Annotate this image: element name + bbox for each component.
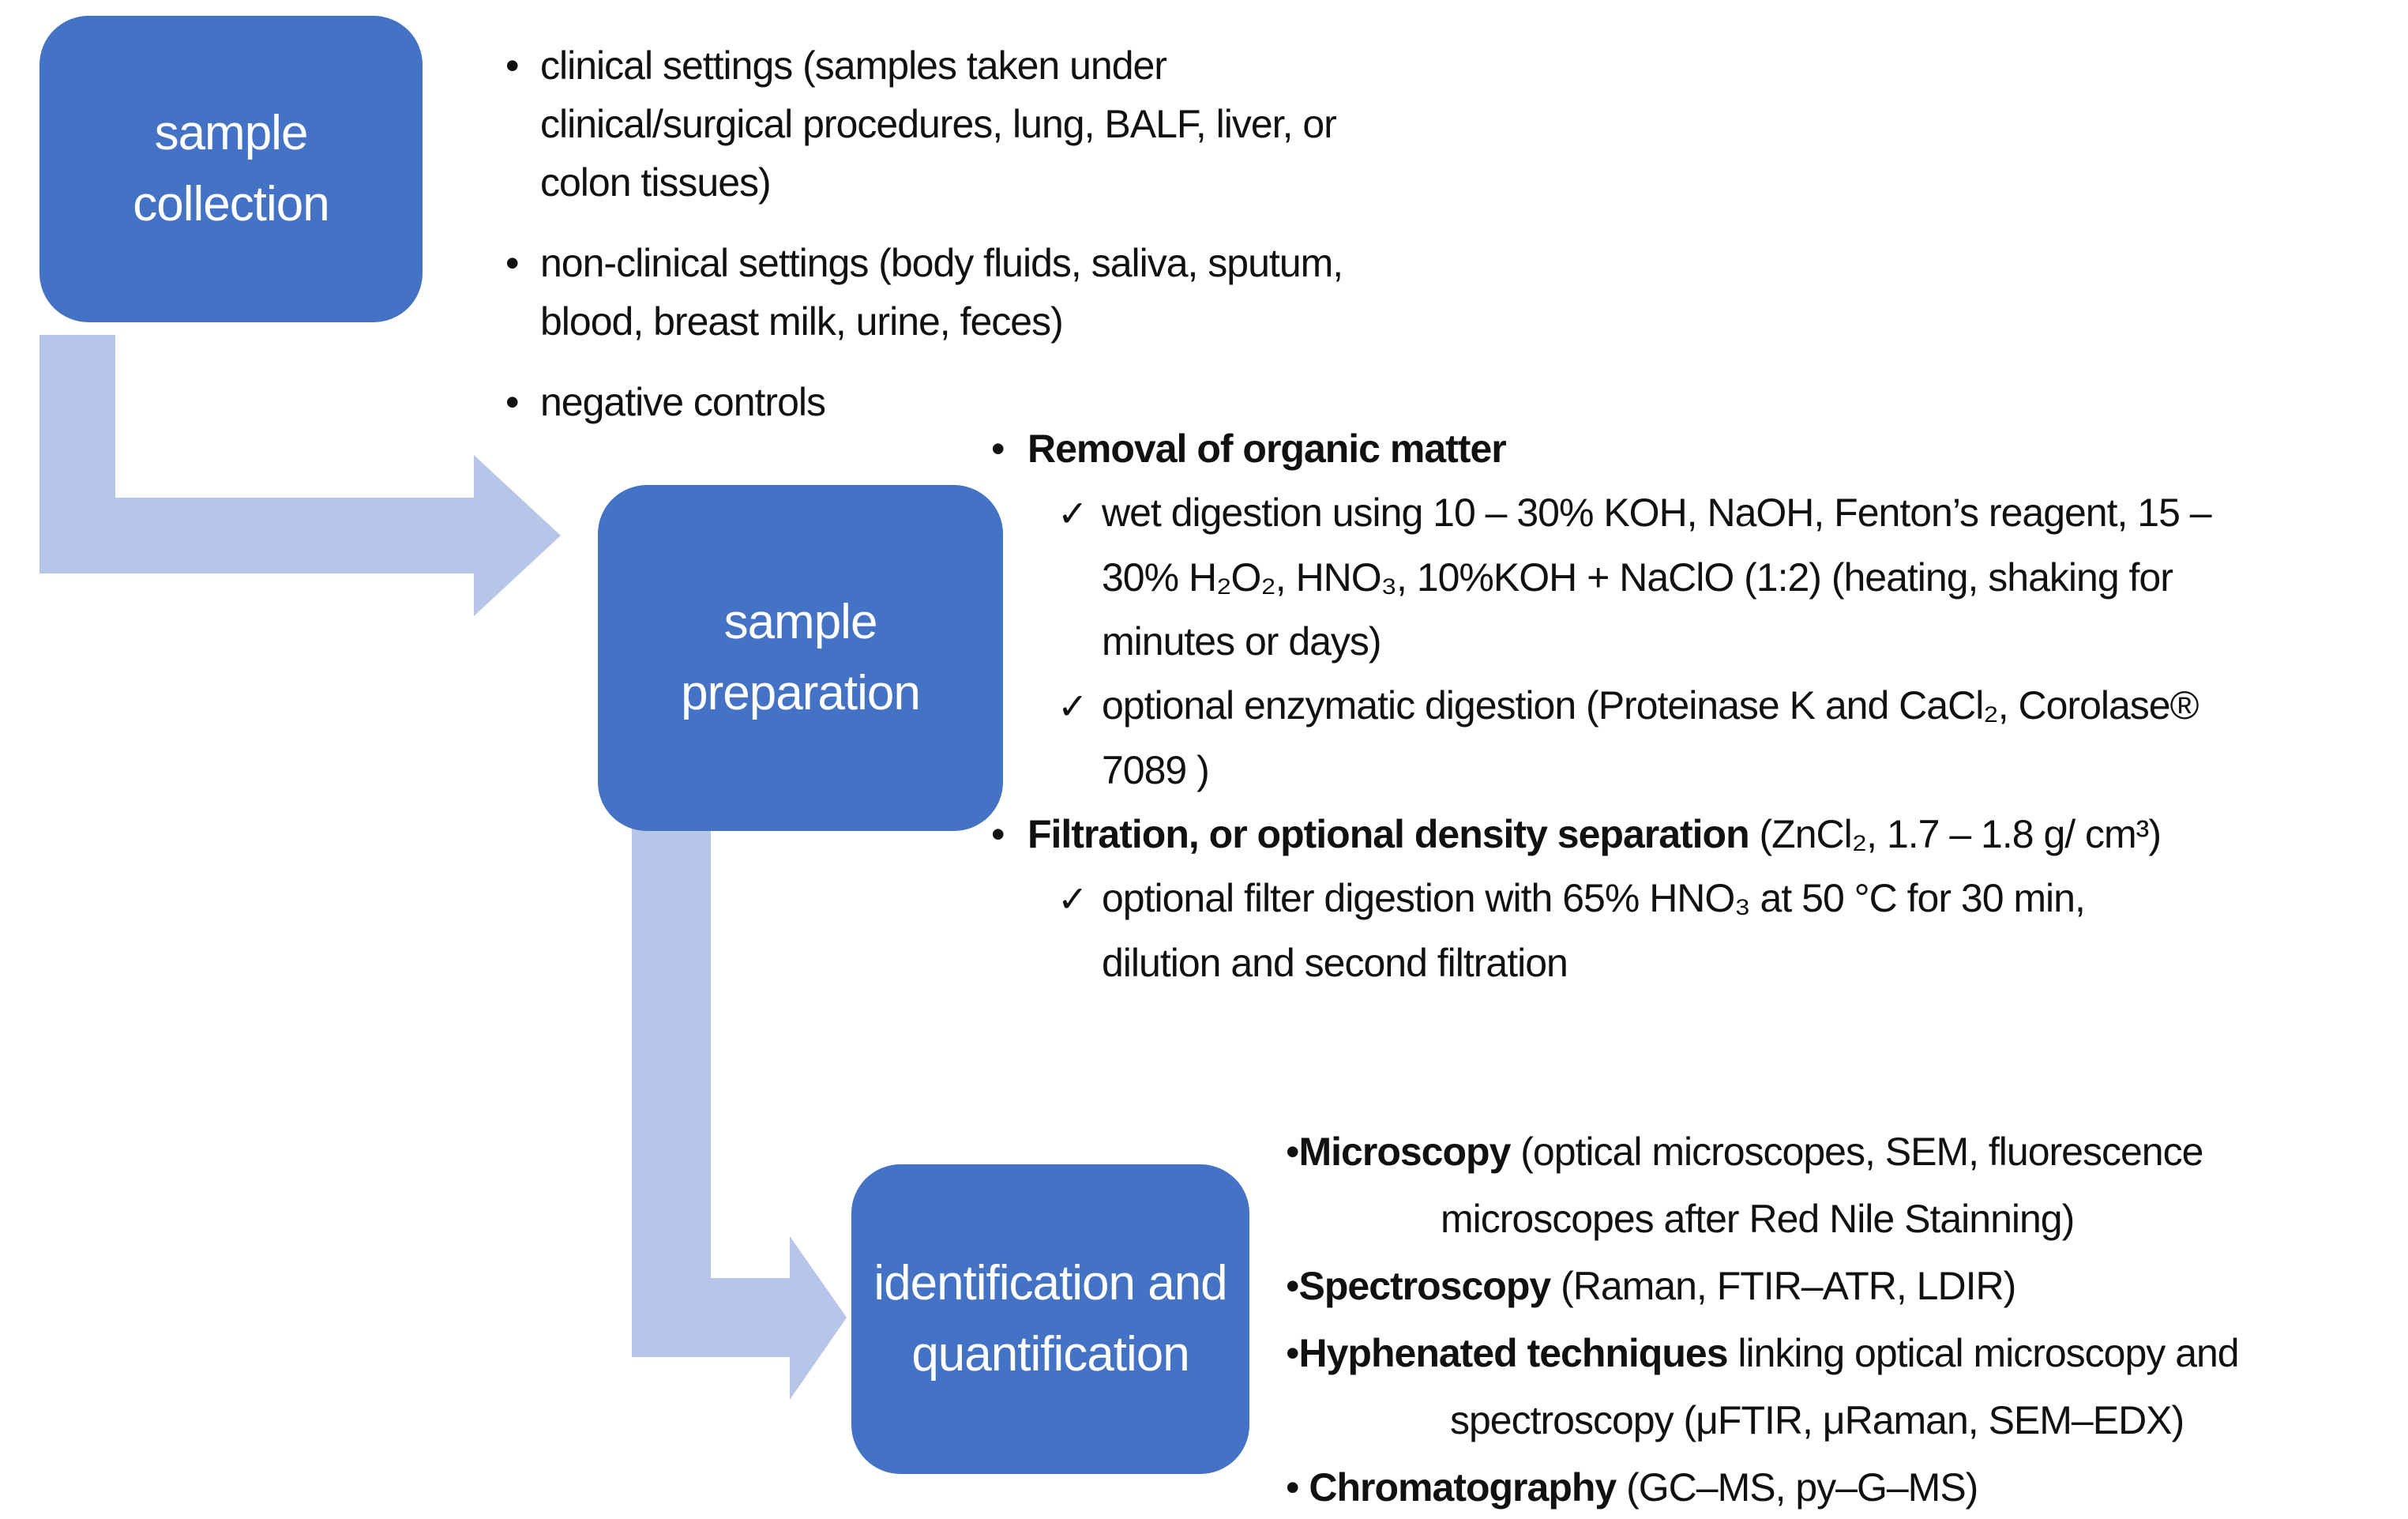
bullet-icon: • [1286,1264,1299,1308]
preparation-notes-list: • Removal of organic matter ✓ wet digestio… [991,417,2405,995]
box-sample-collection: sample collection [39,16,423,322]
note-text-bold: Hyphenated techniques [1298,1331,1729,1375]
box-identification-quantification: identification and quantification [851,1164,1249,1474]
bullet-icon: • [505,380,520,424]
note-text-bold: Removal of organic matter [1027,427,1507,471]
collection-notes-list: •clinical settings (samples taken under … [505,36,1627,431]
check-item: ✓ optional filter digestion with 65% HNO₃… [991,867,2405,931]
note-text: clinical/surgical procedures, lung, BALF… [540,102,1337,146]
check-item: ✓ wet digestion using 10 – 30% KOH, NaOH,… [991,481,2405,546]
list-item: • Filtration, or optional density separat… [991,803,2405,867]
list-item: •Microscopy (optical microscopes, SEM, f… [1286,1119,2408,1186]
note-text: colon tissues) [540,160,772,205]
note-text: optional enzymatic digestion (Proteinase… [1102,683,2199,728]
list-item-continuation: blood, breast milk, urine, feces) [505,292,1627,351]
note-text: clinical settings (samples taken under [540,43,1167,88]
list-item: • clinical settings (samples taken under [505,36,1627,95]
identification-notes-list: •Microscopy (optical microscopes, SEM, f… [1286,1119,2408,1519]
note-text: (ZnCl₂, 1.7 – 1.8 g/ cm³) [1749,812,2162,856]
note-text: linking optical microscopy and [1727,1331,2239,1375]
list-item: •Hyphenated techniques linking optical m… [1286,1320,2408,1387]
elbow-arrow-preparation-to-identification [632,826,847,1400]
check-item-continuation: 30% H₂O₂, HNO₃, 10%KOH + NaClO (1:2) (he… [991,546,2405,610]
bullet-icon: • [1286,1130,1299,1174]
bullet-icon: • [505,43,520,88]
note-text: blood, breast milk, urine, feces) [540,299,1064,344]
list-item-continuation: clinical/surgical procedures, lung, BALF… [505,95,1627,153]
box-sample-collection-label: sample collection [133,106,329,231]
checkmark-icon: ✓ [1057,493,1088,534]
note-text: dilution and second filtration [1102,941,1568,985]
bullet-icon: • [1286,1331,1299,1375]
list-item: •Spectroscopy (Raman, FTIR–ATR, LDIR) [1286,1253,2408,1320]
note-text: spectroscopy (μFTIR, μRaman, SEM–EDX) [1450,1398,2184,1442]
bullet-icon: • [505,241,520,285]
check-item-continuation: dilution and second filtration [991,931,2405,995]
note-text: wet digestion using 10 – 30% KOH, NaOH, … [1102,491,2212,535]
list-item: • Chromatography (GC–MS, py–G–MS) [1286,1454,2408,1519]
note-text: optional filter digestion with 65% HNO₃ … [1102,876,2086,920]
note-text: non-clinical settings (body fluids, sali… [540,241,1343,285]
check-item-continuation: minutes or days) [991,610,2405,674]
bullet-icon: • [991,812,1005,856]
checkmark-icon: ✓ [1057,686,1088,727]
box-sample-preparation: sample preparation [598,485,1003,831]
bullet-icon: • [1286,1465,1309,1510]
note-text: negative controls [540,380,826,424]
list-item: • negative controls [505,373,1627,431]
list-item: • non-clinical settings (body fluids, sal… [505,234,1627,292]
check-item-continuation: 7089 ) [991,739,2405,803]
box-identification-quantification-label: identification and quantification [873,1256,1227,1382]
note-text-bold: Spectroscopy [1298,1264,1552,1308]
list-item-continuation: spectroscopy (μFTIR, μRaman, SEM–EDX) [1286,1387,2408,1454]
note-text: microscopes after Red Nile Stainning) [1441,1197,2075,1241]
note-text: 30% H₂O₂, HNO₃, 10%KOH + NaClO (1:2) (he… [1102,555,2173,600]
note-text: (Raman, FTIR–ATR, LDIR) [1550,1264,2016,1308]
check-item: ✓ optional enzymatic digestion (Proteinas… [991,674,2405,739]
bullet-icon: • [991,427,1005,471]
list-item-continuation: microscopes after Red Nile Stainning) [1286,1186,2408,1253]
note-text: minutes or days) [1102,619,1382,664]
note-text-bold: Microscopy [1298,1130,1512,1174]
box-sample-preparation-label: sample preparation [681,595,921,720]
checkmark-icon: ✓ [1057,878,1088,919]
elbow-arrow-collection-to-preparation [39,335,561,616]
note-text-bold: Filtration, or optional density separati… [1027,812,1750,856]
note-text: (GC–MS, py–G–MS) [1616,1465,1978,1510]
note-text: (optical microscopes, SEM, fluorescence [1510,1130,2203,1174]
note-text: 7089 ) [1102,748,1210,792]
note-text-bold: Chromatography [1309,1465,1617,1510]
list-item: • Removal of organic matter [991,417,2405,481]
list-item-continuation: colon tissues) [505,153,1627,212]
